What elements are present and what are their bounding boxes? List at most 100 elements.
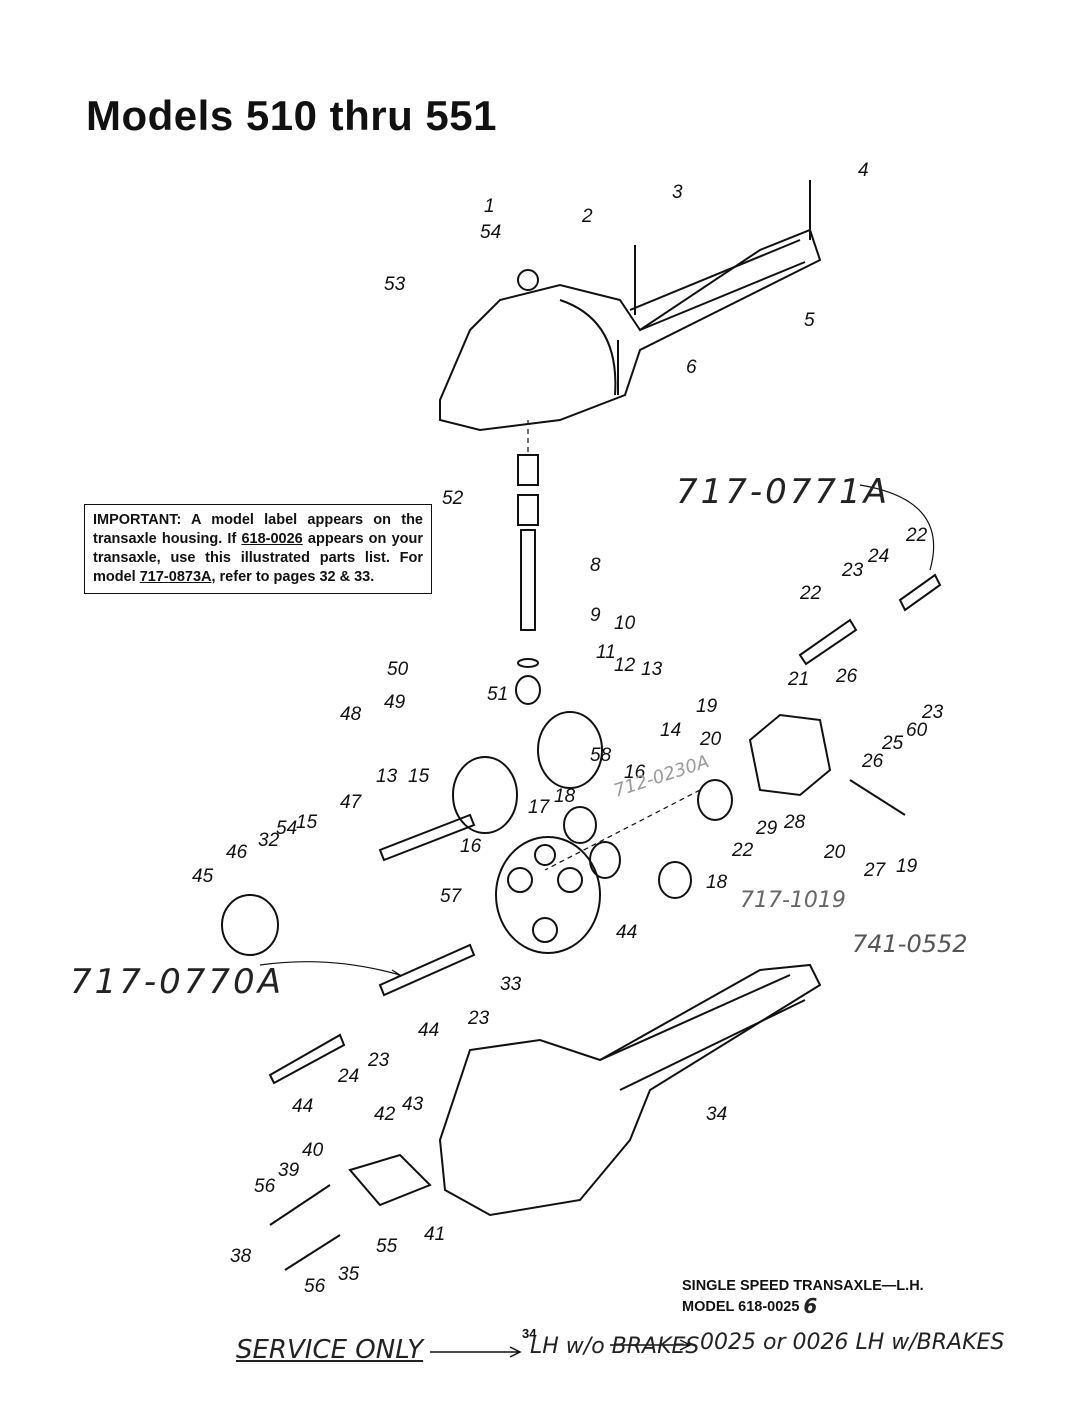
callout: 20	[700, 729, 722, 750]
callout: 18	[706, 872, 728, 893]
handwritten-part-1019: 717-1019	[740, 888, 846, 913]
axle-13	[378, 813, 476, 862]
arrow-service	[430, 1346, 522, 1358]
callout: 42	[374, 1104, 396, 1125]
gear-hole	[534, 844, 556, 866]
pulley-45	[221, 894, 279, 956]
arrow-lh	[610, 1339, 692, 1351]
callout: 15	[296, 812, 318, 833]
callout: 16	[624, 762, 646, 783]
handwritten-note-1: LH w/o BRAKES	[530, 1334, 700, 1359]
upper-housing	[439, 228, 822, 432]
callout: 21	[788, 669, 810, 690]
page-number: 34	[522, 1326, 537, 1341]
handwritten-service-only: SERVICE ONLY	[236, 1335, 424, 1365]
callout: 53	[384, 274, 406, 295]
callout: 28	[784, 812, 806, 833]
callout: 16	[460, 836, 482, 857]
gear-hole	[532, 917, 558, 943]
callout: 19	[896, 856, 918, 877]
pinion-12	[515, 675, 541, 705]
shaft-8	[520, 529, 536, 631]
callout: 52	[442, 488, 464, 509]
bushing-52a	[517, 454, 539, 486]
callout: 48	[340, 704, 362, 725]
arrow-770a	[259, 961, 402, 981]
gear-hole	[507, 867, 533, 893]
callout: 56	[304, 1276, 326, 1297]
callout: 22	[732, 840, 754, 861]
handwritten-part-770a: 717-0770A	[70, 962, 284, 1002]
brake-bracket-41	[348, 1153, 432, 1207]
housing-dome	[559, 299, 617, 396]
caption-line-1: SINGLE SPEED TRANSAXLE—L.H.	[682, 1278, 924, 1294]
callout: 43	[402, 1094, 424, 1115]
notice-text-3: , refer to pages 32 & 33.	[211, 569, 375, 585]
axle-22	[798, 618, 858, 666]
bolt-56b	[284, 1234, 341, 1271]
callout: 44	[292, 1096, 314, 1117]
callout: 60	[906, 720, 928, 741]
bolt-27	[849, 779, 906, 816]
callout: 24	[338, 1066, 360, 1087]
callout: 13	[641, 659, 663, 680]
diagram-caption: SINGLE SPEED TRANSAXLE—L.H. MODEL 618-00…	[682, 1277, 924, 1316]
callout: 12	[614, 655, 636, 676]
callout: 23	[368, 1050, 390, 1071]
callout: 24	[868, 546, 890, 567]
callout: 27	[864, 860, 886, 881]
washer-10	[517, 658, 539, 668]
callout: 11	[596, 642, 616, 663]
gear-case-28	[748, 713, 832, 797]
callout: 44	[418, 1020, 440, 1041]
callout: 49	[384, 692, 406, 713]
callout: 17	[528, 797, 550, 818]
callout: 33	[500, 974, 522, 995]
callout: 23	[468, 1008, 490, 1029]
handwritten-part-0552: 741-0552	[852, 930, 968, 958]
callout: 5	[804, 310, 815, 331]
callout: 19	[696, 696, 718, 717]
handwritten-note-2: 0025 or 0026 LH w/BRAKES	[700, 1330, 1005, 1355]
callout: 47	[340, 792, 362, 813]
axle-44-short	[268, 1033, 346, 1085]
handwritten-part-771a: 717-0771A	[676, 472, 890, 512]
callout: 56	[254, 1176, 276, 1197]
callout: 51	[487, 684, 509, 705]
callout: 34	[706, 1104, 728, 1125]
callout: 4	[858, 160, 869, 181]
callout: 15	[408, 766, 430, 787]
callout: 20	[824, 842, 846, 863]
gear-18b	[658, 861, 692, 899]
callout: 9	[590, 605, 601, 626]
bevel-gear-16	[537, 711, 603, 789]
callout: 22	[906, 525, 928, 546]
notice-text-1: IMPORTANT: A model label appears on the …	[93, 512, 423, 547]
callout: 13	[376, 766, 398, 787]
callout: 29	[756, 818, 778, 839]
callout: 35	[338, 1264, 360, 1285]
callout: 23	[842, 560, 864, 581]
housing-bushing	[517, 269, 539, 291]
gear-44	[589, 841, 621, 879]
bevel-gear-22	[697, 779, 733, 821]
callout: 23	[922, 702, 944, 723]
notice-model-a: 618-0026	[241, 531, 303, 547]
notice-text-2: appears on your transaxle, use this illu…	[93, 531, 423, 585]
callout: 1	[484, 196, 495, 217]
important-notice: IMPORTANT: A model label appears on the …	[84, 504, 432, 594]
callout: 58	[590, 745, 612, 766]
callout: 2	[582, 206, 593, 227]
callout: 38	[230, 1246, 252, 1267]
gear-hole	[557, 867, 583, 893]
page-title: Models 510 thru 551	[86, 92, 497, 139]
bushing-52b	[517, 494, 539, 526]
callout: 22	[800, 583, 822, 604]
callout: 26	[862, 751, 884, 772]
axle-44	[378, 943, 476, 997]
callout: 45	[192, 866, 214, 887]
callout: 32	[258, 830, 280, 851]
gear-18a	[563, 806, 597, 844]
